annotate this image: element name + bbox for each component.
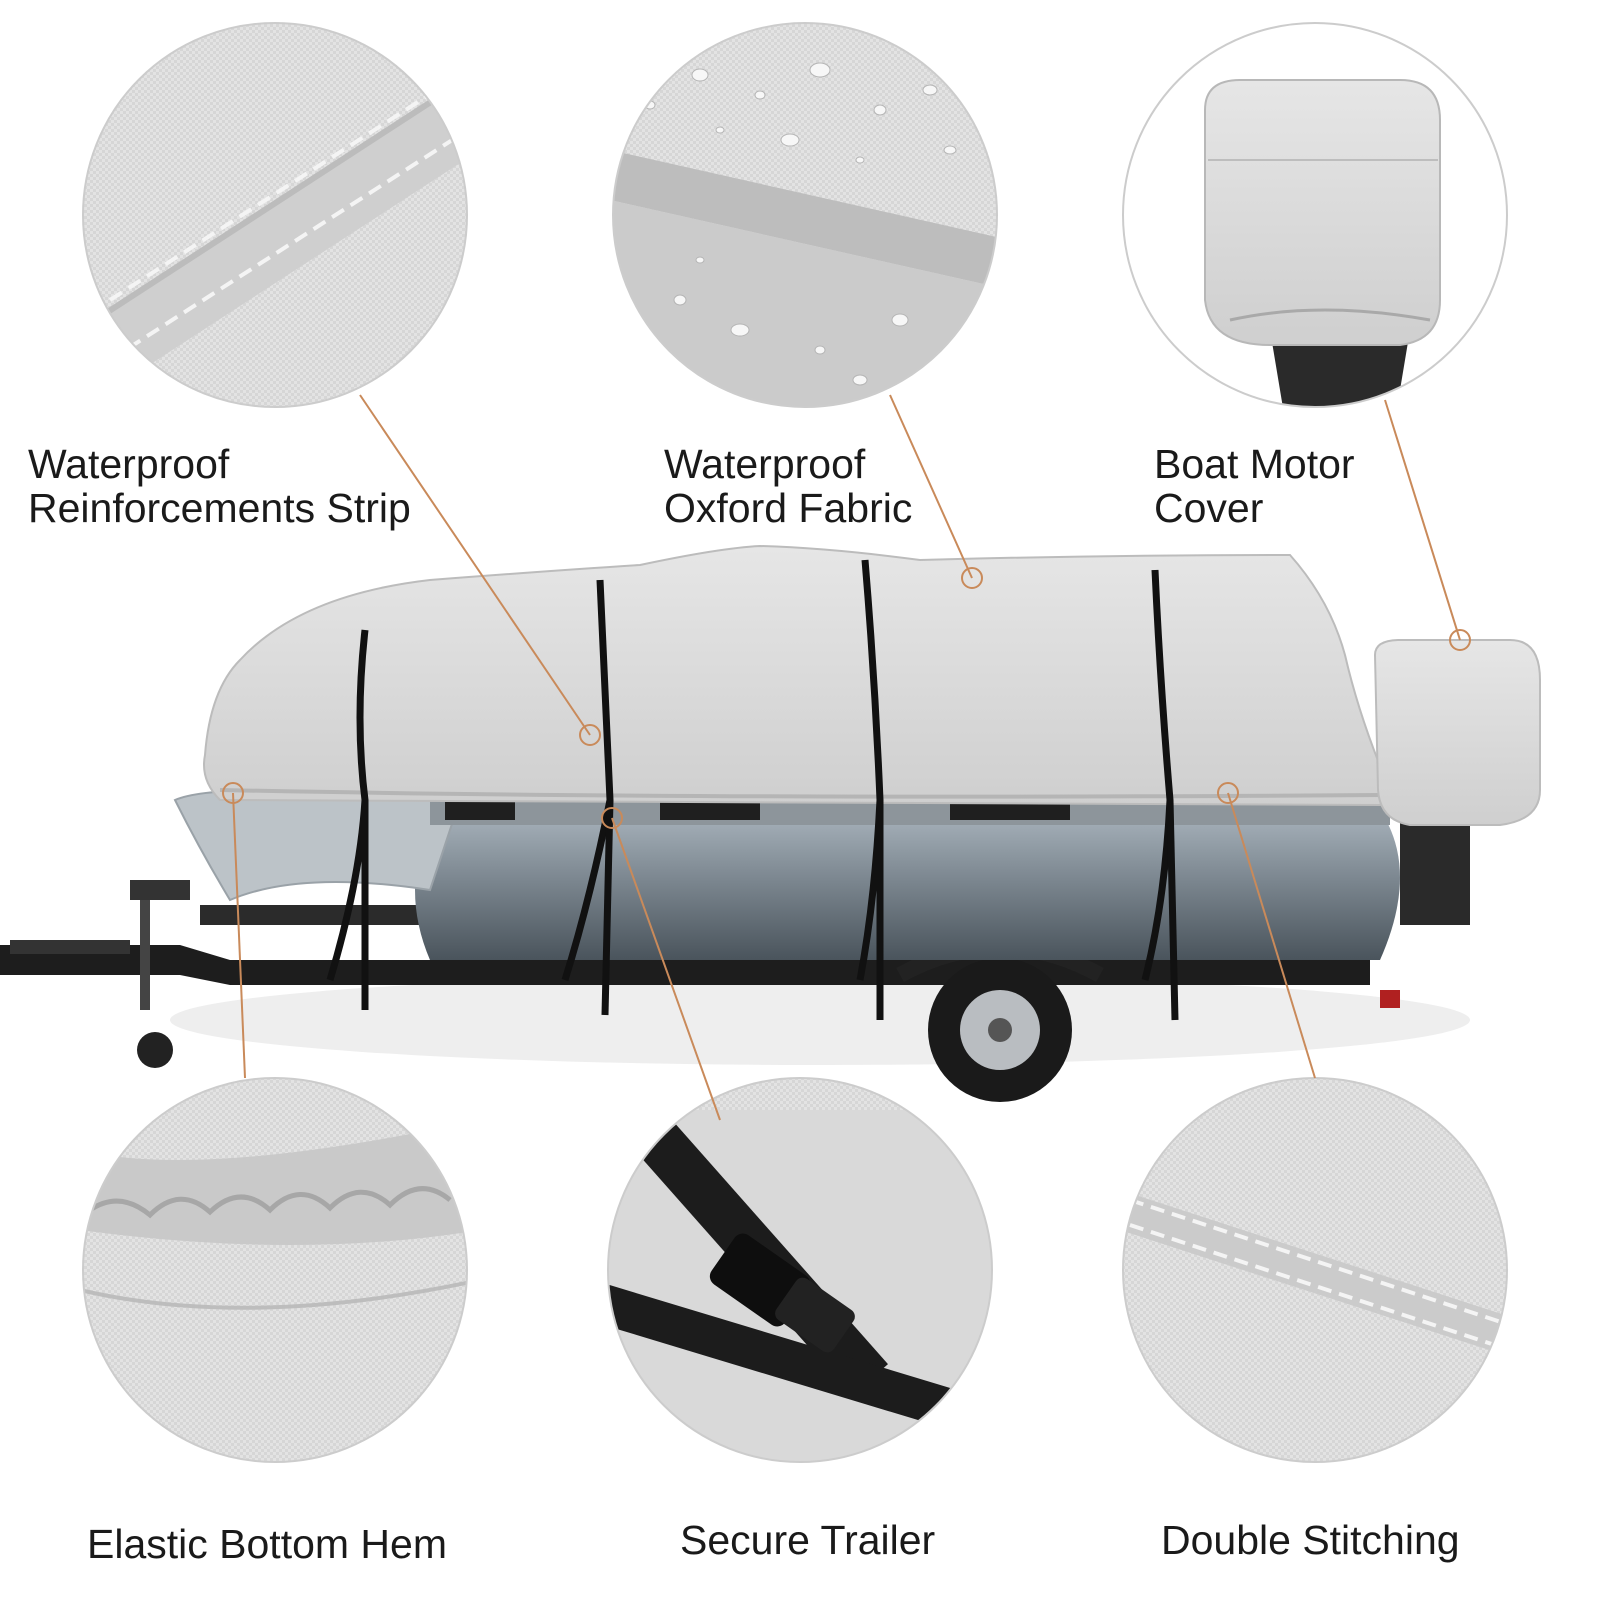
- detail-circle-oxford-fabric: [612, 22, 998, 408]
- detail-circle-elastic-hem: [82, 1077, 468, 1463]
- leader-lines: [222, 394, 1471, 1121]
- label-line: Secure Trailer: [680, 1517, 936, 1563]
- label-line: Oxford Fabric: [664, 485, 913, 531]
- detail-circle-reinforcement-strip: [82, 22, 468, 408]
- label-motor-cover: Boat Motor Cover: [1154, 442, 1355, 530]
- detail-circle-double-stitching: [1122, 1077, 1508, 1463]
- label-oxford-fabric: Waterproof Oxford Fabric: [664, 442, 912, 530]
- detail-circle-secure-trailer: [607, 1077, 993, 1463]
- label-double-stitching: Double Stitching: [1161, 1518, 1460, 1562]
- label-line: Waterproof: [664, 441, 866, 487]
- label-line: Boat Motor: [1154, 441, 1355, 487]
- pontoon-boat-on-trailer: [0, 544, 1541, 1102]
- label-line: Cover: [1154, 485, 1264, 531]
- label-line: Elastic Bottom Hem: [87, 1521, 447, 1567]
- label-line: Double Stitching: [1161, 1517, 1460, 1563]
- label-line: Waterproof: [28, 441, 230, 487]
- label-secure-trailer: Secure Trailer: [680, 1518, 935, 1562]
- label-line: Reinforcements Strip: [28, 485, 411, 531]
- label-reinforcement-strip: Waterproof Reinforcements Strip: [28, 442, 411, 530]
- detail-circle-motor-cover: [1122, 22, 1508, 408]
- label-elastic-hem: Elastic Bottom Hem: [87, 1522, 447, 1566]
